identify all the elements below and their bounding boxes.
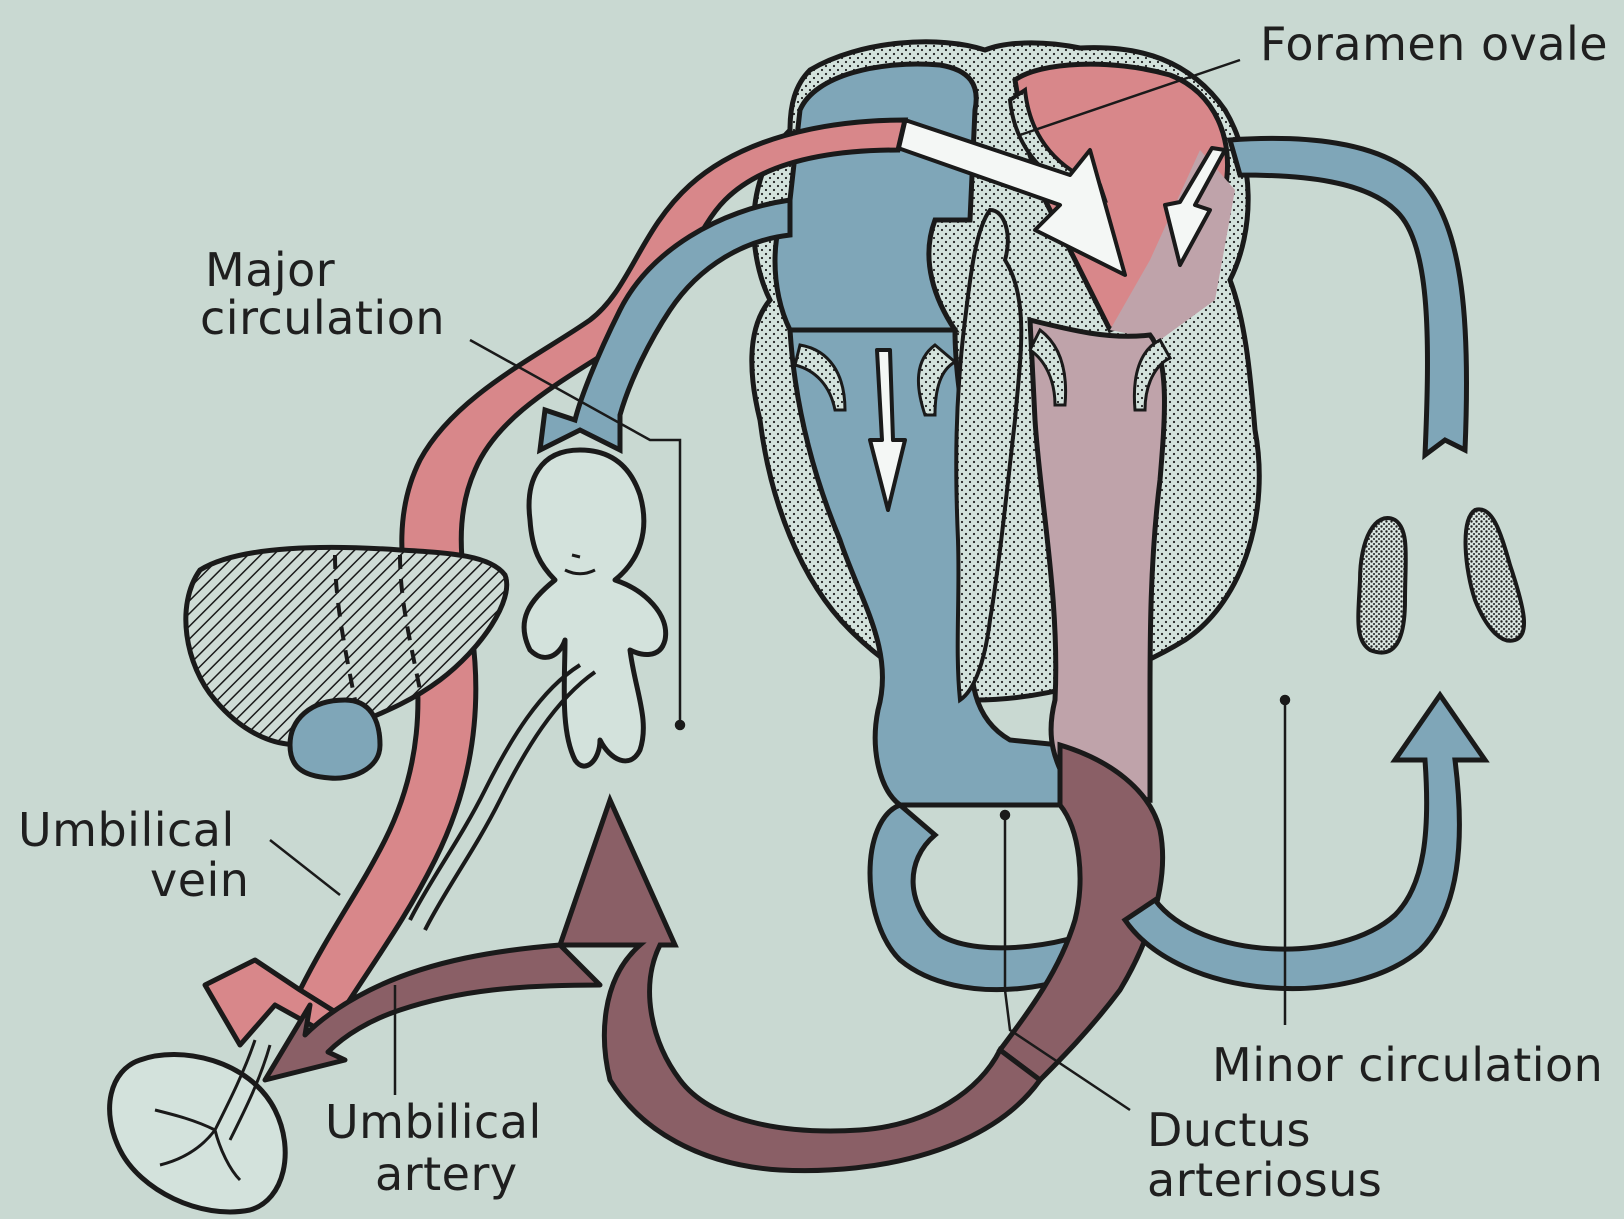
label-major-circulation-1: Major [205, 248, 335, 292]
inferior-vena-cava-stub [290, 700, 380, 778]
left-lung [1358, 518, 1405, 652]
label-umbilical-artery-2: artery [375, 1152, 518, 1196]
pulmonary-veins-arc [1230, 138, 1467, 455]
label-umbilical-vein-1: Umbilical [18, 808, 235, 852]
leader-umbilical-vein [270, 840, 340, 895]
placenta [110, 1040, 286, 1212]
right-lung [1466, 509, 1525, 640]
label-umbilical-artery-1: Umbilical [325, 1100, 542, 1144]
label-major-circulation-2: circulation [200, 296, 445, 340]
label-ductus-arteriosus-1: Ductus [1147, 1108, 1311, 1152]
label-minor-circulation: Minor circulation [1212, 1043, 1603, 1087]
label-umbilical-vein-2: vein [150, 858, 249, 902]
label-foramen-ovale: Foramen ovale [1260, 22, 1608, 66]
label-ductus-arteriosus-2: arteriosus [1147, 1158, 1382, 1202]
minor-circulation-loop [1125, 695, 1485, 989]
fetus-body [524, 450, 666, 766]
